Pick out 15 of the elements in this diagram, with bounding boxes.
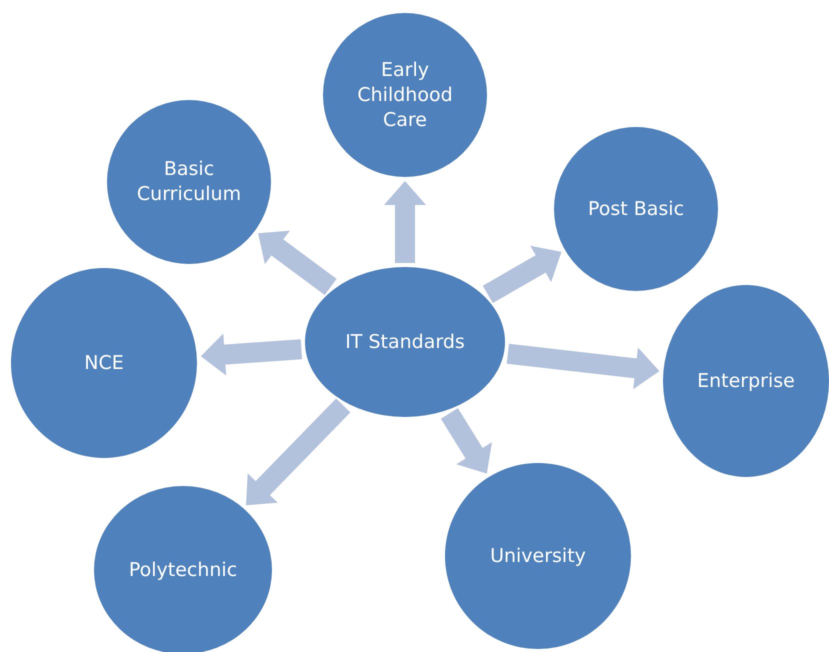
- block-arrow: [506, 344, 660, 390]
- node-label: Post Basic: [588, 196, 684, 222]
- block-arrow: [482, 246, 562, 303]
- block-arrow: [384, 181, 426, 263]
- block-arrow: [246, 398, 350, 506]
- node-label: Early Childhood Care: [356, 58, 454, 132]
- node-label: NCE: [84, 350, 124, 376]
- block-arrow: [200, 334, 302, 376]
- node-label: University: [490, 544, 586, 568]
- block-arrow: [440, 408, 492, 474]
- node-label: Enterprise: [697, 368, 795, 394]
- block-arrow: [258, 230, 337, 295]
- node-label: Basic Curriculum: [136, 157, 242, 207]
- node-label: IT Standards: [345, 330, 465, 354]
- node-label: Polytechnic: [128, 558, 238, 582]
